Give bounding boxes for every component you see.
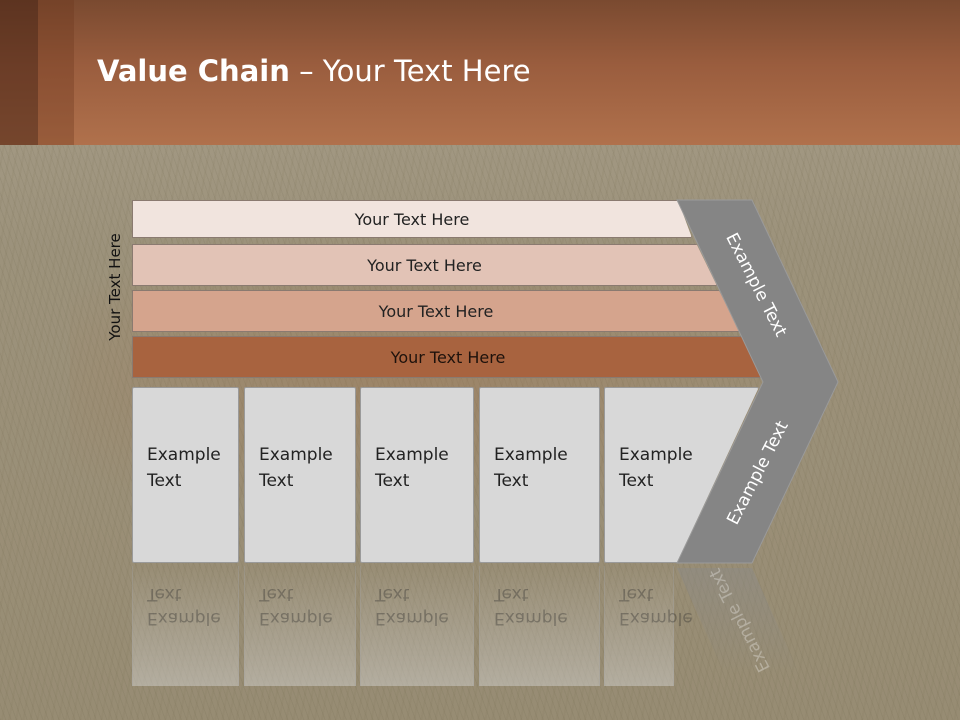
box-reflection: Example Text <box>132 566 239 686</box>
box-line: Example <box>259 445 333 465</box>
accent-stripe-dark <box>0 0 38 145</box>
tier-label: Your Text Here <box>354 209 470 229</box>
chevron-arrow: Example Text Example Text Example Text <box>676 199 839 675</box>
title-bold: Value Chain <box>97 54 290 88</box>
reflection-line: Example <box>259 608 333 628</box>
tier-3[interactable]: Your Text Here <box>132 290 740 332</box>
reflection-line: Text <box>147 584 182 604</box>
reflection-line: Example <box>147 608 221 628</box>
title-rest: – Your Text Here <box>289 54 531 88</box>
box-line: Example <box>619 445 693 465</box>
box-reflection: Example Text <box>244 566 356 686</box>
reflection-line: Text <box>375 584 410 604</box>
chevron-reflection <box>677 568 800 675</box>
box-line: Text <box>259 471 294 491</box>
box-line: Text <box>147 471 182 491</box>
box-line: Text <box>619 471 654 491</box>
tier-1[interactable]: Your Text Here <box>132 200 692 238</box>
box-reflection: Example Text <box>479 566 600 686</box>
side-label[interactable]: Your Text Here <box>106 233 124 341</box>
tier-4[interactable]: Your Text Here <box>132 336 764 378</box>
reflection-line: Example <box>494 608 568 628</box>
slide-title[interactable]: Value Chain – Your Text Here <box>97 54 531 88</box>
tier-label: Your Text Here <box>367 255 482 275</box>
reflection-line: Text <box>259 584 294 604</box>
box-reflection: Example Text <box>360 566 474 686</box>
title-bar: Value Chain – Your Text Here <box>0 0 960 145</box>
accent-stripe-light <box>38 0 74 145</box>
box-line: Example <box>147 445 221 465</box>
tier-label: Your Text Here <box>390 347 506 367</box>
reflection-line: Text <box>494 584 529 604</box>
box-line: Text <box>494 471 529 491</box>
box-line: Example <box>494 445 568 465</box>
tier-label: Your Text Here <box>378 301 494 321</box>
box-line: Text <box>375 471 410 491</box>
chevron-shape[interactable] <box>676 199 839 564</box>
box-line: Example <box>375 445 449 465</box>
reflection-line: Example <box>375 608 449 628</box>
